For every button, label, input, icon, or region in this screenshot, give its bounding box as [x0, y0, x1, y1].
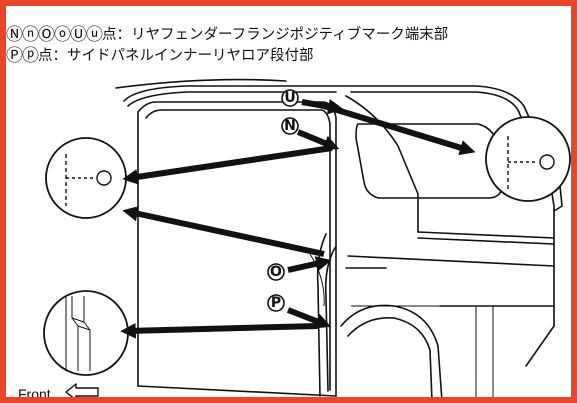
left-arrow-outline-icon: [65, 383, 99, 397]
detail-circle-right: [485, 116, 571, 202]
caption-text: 点：リヤフェンダーフランジポジティブマーク端末部: [102, 27, 449, 43]
caption-text: 点：サイドパネルインナーリヤロア段付部: [38, 48, 314, 64]
vehicle-rear-side-diagram: U N O P Front: [18, 78, 571, 402]
svg-text:U: U: [284, 90, 295, 106]
detail-circle-left-upper: [45, 137, 127, 219]
vehicle-body-outline: [115, 78, 563, 397]
front-indicator: Front: [18, 383, 99, 402]
detail-circle-left-lower: [43, 290, 129, 376]
leader-arrows: [120, 98, 476, 339]
caption-point-markers: Ⓟⓟ: [6, 46, 39, 66]
point-label-o: O: [267, 263, 285, 281]
caption-point-markers: ⓃⓝⓄⓞⓊⓤ: [6, 25, 103, 45]
point-label-p: P: [267, 294, 285, 312]
svg-text:N: N: [284, 118, 296, 134]
caption-side-panel-inner: Ⓟⓟ 点：サイドパネルインナーリヤロア段付部: [6, 47, 314, 65]
point-label-u: U: [281, 89, 299, 107]
front-label: Front: [18, 386, 51, 402]
svg-text:O: O: [270, 264, 282, 280]
point-label-n: N: [281, 117, 299, 135]
svg-text:P: P: [271, 295, 281, 311]
caption-rear-fender-flange: ⓃⓝⓄⓞⓊⓤ 点：リヤフェンダーフランジポジティブマーク端末部: [6, 26, 448, 44]
